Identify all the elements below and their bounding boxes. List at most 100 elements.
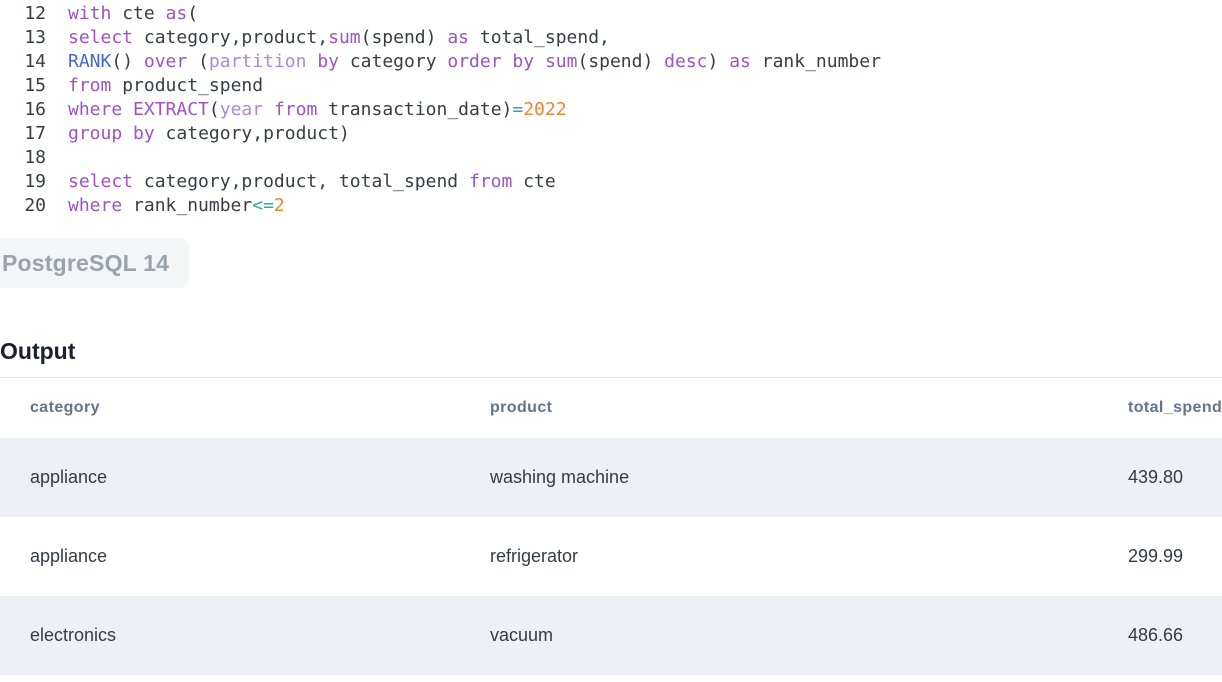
code-token: sum: [328, 27, 361, 48]
code-token: 2: [273, 195, 285, 216]
code-token: from: [468, 171, 513, 192]
code-token: with: [68, 3, 112, 24]
code-line[interactable]: 14 RANK() over (partition by category ord…: [0, 50, 1222, 74]
code-token: by: [317, 51, 339, 72]
line-number: 18: [24, 147, 46, 168]
code-token: rank_number: [122, 195, 253, 216]
code-token: by: [133, 123, 155, 144]
code-token: cte: [512, 171, 556, 192]
code-token: <=: [252, 195, 274, 216]
table-header-row: category product total_spend: [0, 378, 1222, 438]
code-token: from: [68, 75, 112, 96]
cell-product: washing machine: [490, 467, 630, 487]
cell-product: vacuum: [490, 625, 554, 645]
cell-total-spend: 439.80: [1128, 467, 1184, 487]
code-token: cte: [111, 3, 166, 24]
code-token: product_spend: [111, 75, 264, 96]
code-token: over: [143, 51, 188, 72]
code-token: group: [68, 123, 123, 144]
code-token: EXTRACT: [133, 99, 209, 120]
output-heading: Output: [0, 338, 76, 364]
code-token: category,product, total_spend: [133, 171, 469, 192]
code-line[interactable]: 16 where EXTRACT(year from transaction_da…: [0, 98, 1222, 122]
code-token: [306, 51, 317, 72]
code-token: (: [187, 51, 209, 72]
code-token: [263, 99, 274, 120]
code-token: RANK: [68, 51, 112, 72]
column-header-total-spend: total_spend: [1128, 399, 1222, 416]
code-line[interactable]: 12 with cte as(: [0, 2, 1222, 26]
output-divider: [0, 377, 1222, 378]
code-token: [122, 99, 133, 120]
postgresql-version-label: PostgreSQL 14: [2, 249, 170, 276]
code-line[interactable]: 17 group by category,product): [0, 122, 1222, 146]
code-token: year: [219, 99, 264, 120]
code-token: desc: [664, 51, 708, 72]
table-row: appliance washing machine 439.80: [0, 438, 1222, 517]
line-number: 15: [24, 75, 46, 96]
code-token: ): [707, 51, 730, 72]
code-text: where EXTRACT(year from transaction_date…: [68, 98, 567, 122]
code-token: category: [339, 51, 448, 72]
table-row: electronics vacuum 486.66: [0, 596, 1222, 675]
line-number: 14: [24, 51, 46, 72]
code-token: [122, 123, 133, 144]
code-token: =: [512, 99, 524, 120]
code-text: with cte as(: [68, 2, 198, 26]
code-text: from product_spend: [68, 74, 263, 98]
line-number: 20: [24, 195, 46, 216]
code-line[interactable]: 15 from product_spend: [0, 74, 1222, 98]
code-token: select: [68, 27, 134, 48]
code-token: order: [447, 51, 502, 72]
column-header-category: category: [30, 399, 100, 416]
code-token: as: [165, 3, 188, 24]
code-text: group by category,product): [68, 122, 350, 146]
code-token: from: [273, 99, 318, 120]
code-token: category,product): [154, 123, 350, 144]
code-token: where: [68, 195, 123, 216]
code-token: as: [447, 27, 470, 48]
code-line[interactable]: 19 select category,product, total_spend f…: [0, 170, 1222, 194]
code-token: (: [187, 3, 199, 24]
line-number: 17: [24, 123, 46, 144]
cell-total-spend: 486.66: [1128, 625, 1184, 645]
cell-product: refrigerator: [490, 546, 579, 566]
column-header-product: product: [490, 399, 553, 416]
code-token: (): [111, 51, 144, 72]
code-token: transaction_date): [317, 99, 513, 120]
code-text: select category,product, total_spend fro…: [68, 170, 556, 194]
code-token: by: [512, 51, 535, 72]
line-number: 16: [24, 99, 46, 120]
code-line[interactable]: 13 select category,product,sum(spend) as …: [0, 26, 1222, 50]
postgresql-version-badge: PostgreSQL 14: [0, 238, 190, 288]
code-token: rank_number: [750, 51, 881, 72]
code-token: total_spend,: [469, 27, 610, 48]
cell-total-spend: 299.99: [1128, 546, 1184, 566]
code-token: select: [68, 171, 134, 192]
code-token: [534, 51, 545, 72]
line-number: 19: [24, 171, 46, 192]
code-text: select category,product,sum(spend) as to…: [68, 26, 610, 50]
code-line[interactable]: 18: [0, 146, 1222, 170]
code-token: where: [68, 99, 123, 120]
code-token: 2022: [523, 99, 567, 120]
code-token: category,product,: [133, 27, 329, 48]
code-token: sum: [544, 51, 578, 72]
code-text: where rank_number<=2: [68, 194, 285, 218]
cell-category: electronics: [30, 625, 117, 645]
code-line[interactable]: 20 where rank_number<=2: [0, 194, 1222, 218]
code-token: (spend): [360, 27, 448, 48]
cell-category: appliance: [30, 467, 108, 487]
code-token: [502, 51, 513, 72]
code-token: (: [208, 99, 220, 120]
code-text: RANK() over (partition by category order…: [68, 50, 881, 74]
code-token: partition: [208, 51, 307, 72]
line-number: 12: [24, 3, 46, 24]
code-token: as: [729, 51, 751, 72]
line-number: 13: [24, 27, 46, 48]
code-token: (spend): [577, 51, 665, 72]
